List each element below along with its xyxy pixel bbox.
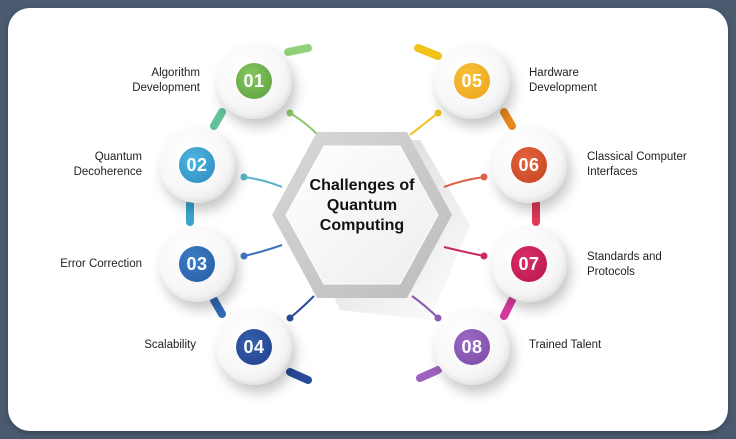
- label-scalability: Scalability: [144, 338, 196, 353]
- node-08: 08: [434, 309, 510, 385]
- node-03: 03: [159, 226, 235, 302]
- label-line: Scalability: [144, 339, 196, 351]
- node-04: 04: [216, 309, 292, 385]
- infographic-card: Challenges of Quantum Computing 01 Algor…: [8, 8, 728, 431]
- label-line: Hardware: [529, 67, 579, 79]
- badge-03: 03: [179, 246, 215, 282]
- center-title-line-2: Quantum: [326, 197, 398, 214]
- label-trained-talent: Trained Talent: [529, 338, 601, 353]
- label-line: Development: [529, 82, 597, 94]
- label-standards-and-protocols: Standards and Protocols: [587, 250, 662, 280]
- center-title-line-3: Computing: [319, 217, 405, 234]
- label-algorithm-development: Algorithm Development: [132, 66, 200, 96]
- label-line: Error Correction: [60, 258, 142, 270]
- label-line: Development: [132, 82, 200, 94]
- connector-dots: [240, 109, 488, 322]
- badge-01: 01: [236, 63, 272, 99]
- connectors-and-hexagon: [186, 44, 540, 384]
- center-title: Challenges of Quantum Computing: [292, 176, 432, 236]
- node-01: 01: [216, 43, 292, 119]
- node-02: 02: [159, 127, 235, 203]
- label-line: Standards and: [587, 251, 662, 263]
- node-06: 06: [491, 127, 567, 203]
- label-line: Algorithm: [151, 67, 200, 79]
- label-hardware-development: Hardware Development: [529, 66, 597, 96]
- badge-05: 05: [454, 63, 490, 99]
- node-07: 07: [491, 226, 567, 302]
- label-error-correction: Error Correction: [60, 257, 142, 272]
- label-classical-computer-interfaces: Classical Computer Interfaces: [587, 150, 687, 180]
- node-05: 05: [434, 43, 510, 119]
- stubs: [186, 44, 540, 384]
- badge-04: 04: [236, 329, 272, 365]
- label-line: Protocols: [587, 266, 635, 278]
- label-line: Classical Computer: [587, 151, 687, 163]
- label-line: Trained Talent: [529, 339, 602, 351]
- badge-06: 06: [511, 147, 547, 183]
- label-quantum-decoherence: Quantum Decoherence: [74, 150, 142, 180]
- label-line: Quantum: [94, 151, 142, 163]
- badge-02: 02: [179, 147, 215, 183]
- badge-08: 08: [454, 329, 490, 365]
- badge-07: 07: [511, 246, 547, 282]
- label-line: Decoherence: [73, 166, 142, 178]
- hexagon-inner: [285, 145, 439, 285]
- center-title-line-1: Challenges of: [309, 177, 415, 194]
- label-line: Interfaces: [587, 166, 638, 178]
